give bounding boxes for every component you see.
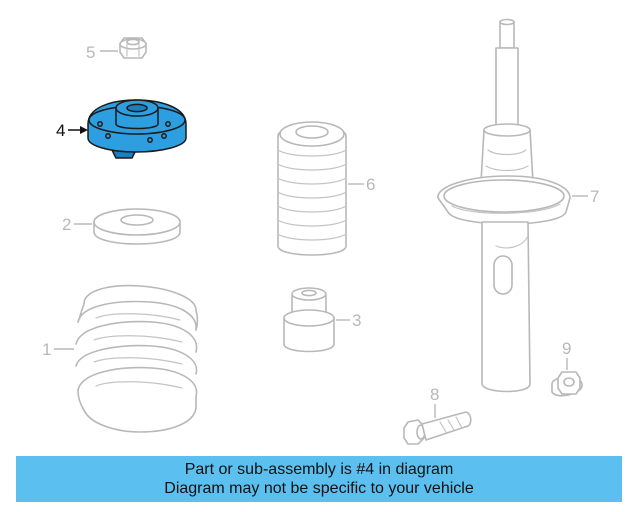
part-9-flange-nut[interactable] <box>551 371 583 397</box>
info-banner: Part or sub-assembly is #4 in diagram Di… <box>16 456 622 502</box>
callout-2[interactable]: 2 <box>62 215 71 234</box>
leader-4-arrow <box>80 126 88 134</box>
banner-line-1: Part or sub-assembly is #4 in diagram <box>184 461 454 478</box>
callout-8[interactable]: 8 <box>430 385 439 404</box>
callout-5[interactable]: 5 <box>86 43 95 62</box>
banner-line-2: Diagram may not be specific to your vehi… <box>164 480 474 497</box>
part-7-strut-assembly[interactable] <box>437 18 571 393</box>
part-3-bump-stop[interactable] <box>283 287 335 353</box>
part-2-spring-seat[interactable] <box>93 208 181 245</box>
part-1-coil-spring[interactable] <box>75 284 199 433</box>
part-8-bolt[interactable] <box>403 411 472 445</box>
parts-diagram: 5 4 2 1 <box>42 18 599 445</box>
callout-4[interactable]: 4 <box>56 121 65 140</box>
callout-9[interactable]: 9 <box>562 339 571 358</box>
part-4-strut-mount[interactable] <box>87 99 187 159</box>
part-5-nut[interactable] <box>119 37 147 59</box>
callout-7[interactable]: 7 <box>590 187 599 206</box>
callout-6[interactable]: 6 <box>366 175 375 194</box>
part-6-dust-boot[interactable] <box>277 121 347 256</box>
callout-1[interactable]: 1 <box>42 340 51 359</box>
callout-3[interactable]: 3 <box>352 311 361 330</box>
